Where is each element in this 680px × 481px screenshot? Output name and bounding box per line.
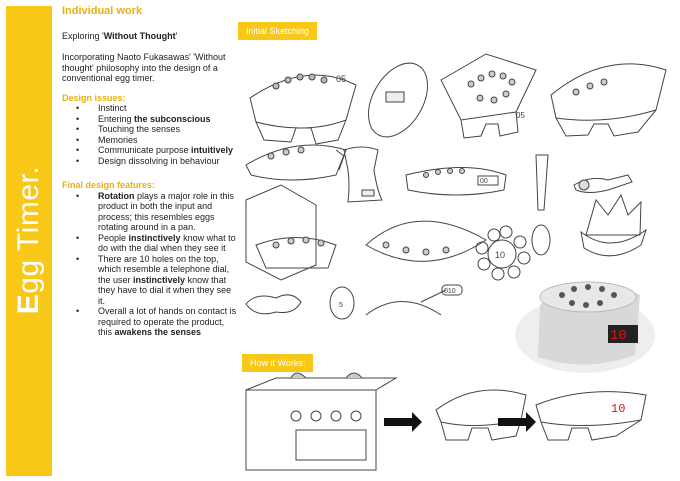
timer-render: 10 — [515, 281, 655, 373]
list-item: Memories — [76, 135, 237, 146]
initial-sketches: 05 05 00 — [245, 53, 667, 320]
section-heading: Individual work — [62, 5, 143, 17]
sketch-dome-holes: 05 — [249, 73, 357, 145]
exploring-suffix: ' — [175, 30, 178, 41]
sketch-cracked-egg — [585, 193, 642, 236]
exploring-prefix: Exploring ' — [62, 30, 104, 41]
list-item: Overall a lot of hands on contact is req… — [76, 306, 237, 338]
sketch-square-carton: 05 — [440, 53, 537, 139]
sketch-label: 05 — [516, 111, 525, 120]
sketch-display-carton — [535, 391, 647, 427]
sketch-egg-whisk — [573, 174, 633, 193]
sketch-phone-dial — [487, 239, 517, 269]
exploring-bold: Without Thought — [103, 30, 176, 41]
list-item: Entering the subconscious — [76, 114, 237, 125]
intro-text: Incorporating Naoto Fukasawas' 'Without … — [62, 52, 226, 83]
text-column: Individual work Exploring 'Without Thoug… — [62, 6, 237, 338]
list-item: Design dissolving in behaviour — [76, 156, 237, 167]
title-rest: gg Timer. — [12, 165, 45, 294]
how-display: 10 — [611, 402, 625, 416]
design-issues-title: Design issues: — [62, 92, 126, 103]
list-item: Communicate purpose intuitively — [76, 145, 237, 156]
sketch-bowl — [245, 144, 347, 181]
sketch-box-holder — [245, 184, 317, 281]
svg-text:00: 00 — [480, 178, 488, 185]
features-list: Rotation plays a major role in this prod… — [62, 191, 237, 338]
tab-initial-sketching: Initial Sketching — [238, 22, 318, 40]
list-item: Touching the senses — [76, 124, 237, 135]
svg-text:10: 10 — [495, 250, 505, 260]
list-item: Instinct — [76, 103, 237, 114]
sketch-rounded-carton — [550, 63, 667, 137]
svg-text:5: 5 — [339, 302, 343, 309]
sketch-boat — [365, 220, 487, 262]
list-item: Rotation plays a major role in this prod… — [76, 191, 237, 233]
sidebar-yellow-bar — [6, 6, 52, 476]
sketch-splat — [245, 294, 302, 315]
list-item: There are 10 holes on the top, which res… — [76, 254, 237, 307]
sketch-pan — [365, 301, 442, 316]
list-item: People instinctively know what to do wit… — [76, 233, 237, 254]
sketch-bar — [405, 167, 507, 196]
sketch-small-egg — [329, 286, 355, 320]
sketch-stove — [245, 389, 377, 471]
sketch-spoon — [535, 154, 549, 211]
arrow-icon — [384, 412, 422, 432]
render-display: 10 — [610, 328, 627, 344]
arrow-icon — [498, 412, 536, 432]
tab-how-it-works: How it Works: — [242, 354, 314, 372]
vertical-title: Egg Timer. — [12, 166, 46, 314]
sketch-tilted-egg — [368, 62, 428, 138]
exploring-line: Exploring 'Without Thought' — [62, 31, 237, 42]
sketch-label: 05 — [336, 74, 346, 84]
features-title: Final design features: — [62, 180, 156, 190]
design-issues-list: Instinct Entering the subconscious Touch… — [62, 103, 237, 166]
how-it-works-sketch: 10 — [245, 372, 647, 471]
svg-text:010: 010 — [444, 288, 456, 295]
title-first-letter: E — [12, 293, 45, 315]
sidebar: Egg Timer. — [0, 0, 52, 481]
sketch-vase — [343, 146, 383, 203]
